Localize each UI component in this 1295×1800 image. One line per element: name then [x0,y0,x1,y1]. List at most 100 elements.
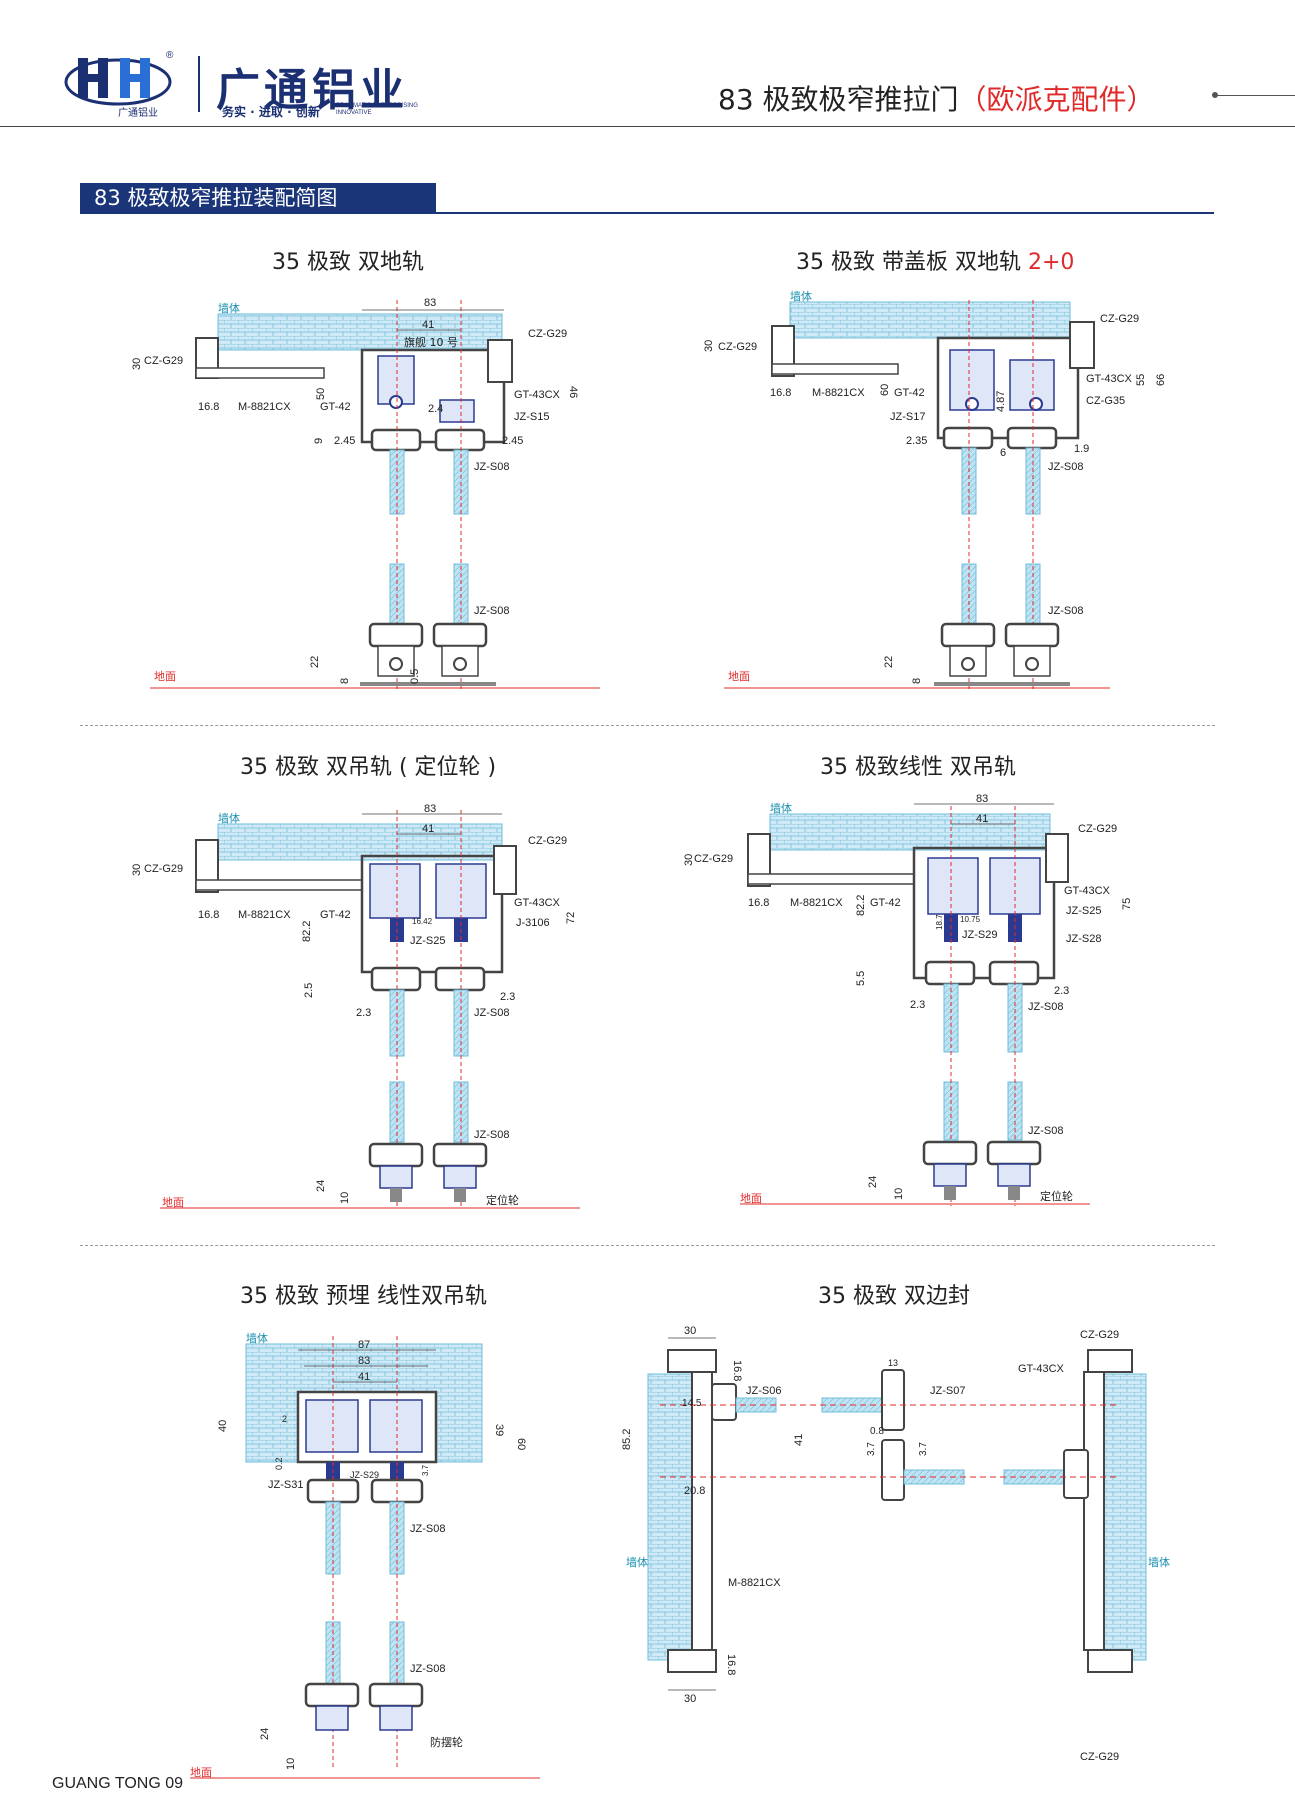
part-label: JZ-S08 [1048,605,1083,617]
dim-label: 41 [422,823,434,835]
diagram-4-title: 35 极致线性 双吊轨 [820,755,1016,780]
part-label: JZ-S08 [474,1129,509,1141]
dim-label: 41 [358,1371,370,1383]
part-label: JZ-S17 [890,411,925,423]
page-title: 83 极致极窄推拉门（欧派克配件） [718,78,1155,118]
dim-label: 83 [424,297,436,309]
wall-label: 墙体 [1148,1555,1170,1569]
part-label: CZ-G29 [528,328,567,340]
part-label: JZ-S25 [410,935,445,947]
page-title-main: 83 极致极窄推拉门 [718,83,959,116]
part-label: M-8821CX [790,897,843,909]
row-divider-2 [80,1245,1215,1246]
part-label: JZ-S31 [268,1479,303,1491]
dim-label: 16.8 [748,897,769,909]
dim-label: 8 [339,678,351,684]
logo-caption: 广通铝业 [118,108,158,119]
part-label: 定位轮 [486,1193,519,1207]
dim-label: 0.2 [274,1457,284,1470]
part-label: JZ-S28 [1066,933,1101,945]
dim-label: 39 [493,1424,505,1436]
cz-g29-profile [487,339,513,383]
dim-label: 30 [131,358,143,370]
dim-label: 72 [565,912,577,924]
dim-label: 5.5 [855,971,867,986]
dim-label: 55 [1135,374,1147,386]
dim-label: 30 [131,864,143,876]
brand-logo-mark [64,52,172,116]
dim-label: 16.8 [198,401,219,413]
part-label: CZ-G29 [144,863,183,875]
diagram-2-title-accent: 2+0 [1027,250,1075,275]
wall-label: 墙体 [770,801,792,815]
part-label: GT-43CX [514,897,561,909]
door-bottom-left [368,622,424,648]
dim-label: 6 [1000,447,1006,459]
dim-label: 18.7 [935,914,944,930]
side-seal-right [1083,1371,1105,1651]
page-footer: GUANG TONG 09 [52,1775,183,1792]
frame-profile [360,854,504,974]
dim-label: 83 [424,803,436,815]
part-label: CZ-G29 [694,853,733,865]
dim-label: 3.7 [421,1464,430,1476]
door-top-right [434,428,486,452]
dim-label: 83 [358,1355,370,1367]
part-label: JZ-S08 [474,461,509,473]
dim-label: 22 [883,656,895,668]
dim-label: 3.7 [918,1442,929,1456]
part-label: JZ-S29 [962,929,997,941]
diagram-1: 墙体 地面 CZ-G29 CZ-G29 M-8821CX GT-42 GT-43… [131,297,600,690]
dim-label: 41 [422,319,434,331]
dim-label: 2.3 [910,999,925,1011]
dim-label: 41 [793,1434,805,1446]
diagram-6: 墙体 墙体 CZ-G29 CZ-G29 GT-43CX JZ-S06 JZ-S0… [621,1325,1170,1763]
frame-profile [912,846,1056,980]
dim-label: 2.3 [356,1007,371,1019]
dim-label: 0.8 [870,1426,884,1437]
dim-label: 30 [703,340,715,352]
diagram-3-title: 35 极致 双吊轨 ( 定位轮 ) [240,755,497,780]
part-label: JZ-S08 [410,1523,445,1535]
dim-label: 3.7 [866,1442,877,1456]
hanger-left [369,863,421,919]
diagram-5-title: 35 极致 预埋 线性双吊轨 [240,1284,487,1309]
part-label: M-8821CX [238,401,291,413]
dim-label: 24 [867,1176,879,1188]
part-label: JZ-S29 [350,1470,379,1480]
diagram-2-title: 35 极致 带盖板 双地轨 2+0 [796,244,1074,276]
dim-label: 16.8 [725,1654,737,1675]
part-label: 旗舰 10 号 [404,335,458,349]
part-label: JZ-S08 [1028,1001,1063,1013]
part-label: JZ-S15 [514,411,549,423]
dim-label: 13 [888,1358,898,1368]
dim-label: 82.2 [301,921,313,942]
section-rule [436,212,1214,214]
wall-label: 墙体 [626,1555,648,1569]
dim-label: 16.8 [198,909,219,921]
sash-profile [195,367,325,379]
part-label: JZ-S08 [410,1663,445,1675]
part-label: M-8821CX [238,909,291,921]
part-label: 防摆轮 [430,1735,463,1749]
diagram-2: 墙体 地面 CZ-G29 CZ-G29 M-8821CX GT-42 GT-43… [703,289,1167,690]
part-label: CZ-G29 [1078,823,1117,835]
part-label: CZ-G29 [718,341,757,353]
dim-label: 2.35 [906,435,927,447]
diagram-6-title: 35 极致 双边封 [818,1284,970,1309]
dim-label: 50 [315,388,327,400]
part-label: GT-43CX [1086,373,1133,385]
dim-label: 2.3 [1054,985,1069,997]
brand-slogan: 务实 · 进取 · 创新 [222,105,320,119]
brand-divider [198,56,200,112]
part-label: M-8821CX [728,1577,781,1589]
dim-label: 2.4 [428,403,443,415]
dim-label: 75 [1121,898,1133,910]
diagram-2-title-main: 35 极致 带盖板 双地轨 [796,250,1021,275]
part-label: JZ-S07 [930,1385,965,1397]
door-top-left [370,428,422,452]
dim-label: 9 [313,438,325,444]
dim-label: 22 [309,656,321,668]
part-label: CZ-G29 [1080,1751,1119,1763]
